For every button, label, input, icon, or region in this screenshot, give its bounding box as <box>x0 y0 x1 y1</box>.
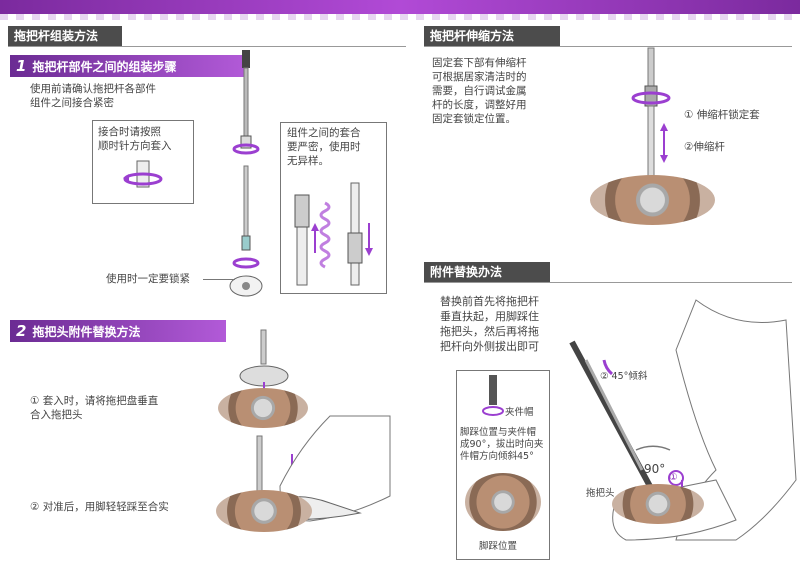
tube-fit-illustration <box>294 182 373 286</box>
section-title: 拖把杆组装方法 <box>14 29 99 43</box>
step-title: 拖把头附件替换方法 <box>32 325 141 339</box>
label-lock-sleeve: ① 伸缩杆锁定套 <box>684 109 760 121</box>
callout-join-text: 接合时请按照 顺时针方向套入 <box>98 126 172 152</box>
telescopic-text: 固定套下部有伸缩杆 可根据居家清洁时的 需要，自行调试金属 杆的长度，调整好用 … <box>432 57 527 125</box>
step-number: 2 <box>16 322 27 340</box>
telescopic-mop-head <box>590 175 715 225</box>
section-header-telescopic: 拖把杆伸缩方法 <box>424 26 560 46</box>
section-divider <box>424 282 792 283</box>
pointer-line <box>203 279 235 280</box>
rotation-joint-illustration <box>123 160 163 188</box>
step-one-marker: ① <box>669 472 678 483</box>
step-number: 1 <box>16 57 27 75</box>
callout-tight-box: 组件之间的套合 要严密，使用时 无异样。 <box>280 122 387 294</box>
step1-header: 1 拖把杆部件之间的组装步骤 <box>10 55 246 77</box>
step2-header: 2 拖把头附件替换方法 <box>10 320 226 342</box>
pole-assembly-illustration <box>229 50 263 297</box>
callout-tight-text: 组件之间的套合 要严密，使用时 无异样。 <box>287 127 361 167</box>
mop-pad-pressed-illustration <box>216 490 312 532</box>
mop-head-label: 拖把头 <box>586 488 615 499</box>
intro-text: 使用前请确认拖把杆各部件 组件之间接合紧密 <box>30 83 156 109</box>
press-note: ② 对准后，用脚轻轻踩至合实 <box>30 501 169 513</box>
callout-lock-text: 使用时一定要锁紧 <box>106 273 190 285</box>
section-title: 拖把杆伸缩方法 <box>430 29 515 43</box>
inset-text: 脚踩位置与夹件帽 成90°，拔出时向夹 件帽方向倾斜45° <box>460 427 544 462</box>
foot-position-inset: 夹件帽 脚踩位置与夹件帽 成90°，拔出时向夹 件帽方向倾斜45° 脚踩位置 <box>456 370 550 560</box>
clip-cap-illustration <box>482 375 504 416</box>
clip-cap-label: 夹件帽 <box>505 407 534 418</box>
label-telescopic-rod: ②伸缩杆 <box>684 141 725 153</box>
section-divider <box>8 46 406 47</box>
replacement-text: 替换前首先将拖把杆 垂直扶起，用脚踩住 拖把头，然后再将拖 把杆向外侧拔出即可 <box>440 295 539 353</box>
insert-note: ① 套入时，请将拖把盘垂直 合入拖把头 <box>30 395 159 421</box>
section-header-assembly: 拖把杆组装方法 <box>8 26 122 46</box>
section-header-replacement: 附件替换办法 <box>424 262 550 282</box>
top-stripe-band <box>0 14 800 20</box>
section-divider <box>424 46 792 47</box>
mop-head-under-foot <box>612 484 704 524</box>
angle-tag: ② 45°倾斜 <box>600 371 648 382</box>
foot-position-label: 脚踩位置 <box>479 541 518 552</box>
inset-mop-head <box>465 473 541 531</box>
section-title: 附件替换办法 <box>430 265 503 279</box>
mop-pad-illustration <box>218 388 308 428</box>
callout-join-box: 接合时请按照 顺时针方向套入 <box>92 120 194 204</box>
top-decorative-band <box>0 0 800 14</box>
step-title: 拖把杆部件之间的组装步骤 <box>32 60 177 74</box>
degree-label: 90° <box>644 462 666 476</box>
